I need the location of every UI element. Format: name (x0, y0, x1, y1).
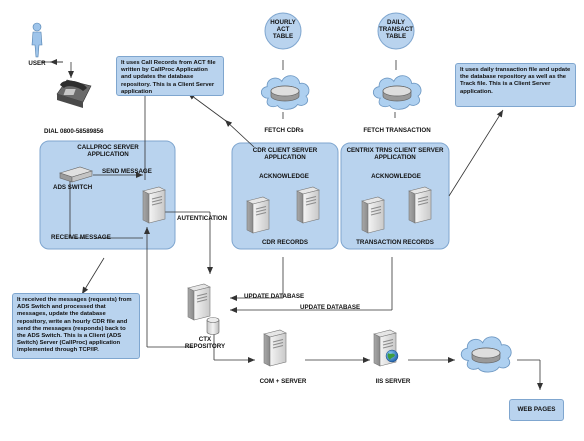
callproc-note-connector (81, 257, 105, 295)
cdr-note-connector (224, 119, 255, 148)
com-server-icon (263, 329, 287, 367)
network-switch-icon (59, 166, 93, 183)
authentication-label: AUTENTICATION (177, 215, 228, 222)
callproc-group (39, 140, 176, 250)
cdr-note: It uses Call Records from ACT file writt… (116, 56, 224, 96)
cdr-records-label: CDR RECORDS (261, 239, 309, 246)
transaction-records-label: TRANSACTION RECORDS (356, 239, 434, 246)
person-icon (31, 22, 43, 58)
callproc-server-icon (142, 186, 166, 224)
update-database-label-2: UPDATE DATABASE (300, 304, 361, 311)
telephone-icon (56, 79, 92, 108)
user-label: USER (28, 60, 46, 67)
ctx-server-icon (187, 283, 211, 321)
trns-server-icon-2 (408, 186, 432, 224)
callproc-note: It received the messages (requests) from… (12, 293, 140, 359)
hourly-table-circle (264, 12, 302, 50)
acknowledge-trns-label: ACKNOWLEDGE (371, 173, 421, 180)
cdr-server-icon-1 (246, 196, 270, 234)
update-database-label-1: UPDATE DATABASE (244, 293, 305, 300)
network-cloud-icon (372, 75, 422, 110)
send-message-label: SEND MESSAGE (102, 168, 152, 175)
com-server-label: COM + SERVER (259, 378, 307, 385)
cdr-note-arrow (187, 92, 227, 122)
acknowledge-cdr-label: ACKNOWLEDGE (259, 173, 309, 180)
fetch-transaction-label: FETCH TRANSACTION (363, 127, 431, 134)
fetch-cdrs-label: FETCH CDRs (264, 127, 304, 134)
receive-message-label: RECEIVE MESSAGE (51, 234, 111, 241)
trns-note: It uses daily transaction file and updat… (455, 63, 576, 107)
trns-note-connector (448, 109, 504, 197)
database-cylinder-icon (206, 317, 220, 335)
network-cloud-icon (260, 75, 310, 110)
network-cloud-icon (460, 336, 512, 373)
ads-switch-label: ADS SWITCH (53, 184, 93, 191)
iis-server-label: IIS SERVER (375, 378, 411, 385)
web-pages-box: WEB PAGES (509, 399, 564, 421)
globe-icon (385, 349, 399, 363)
trns-server-icon-1 (361, 196, 385, 234)
daily-table-circle (377, 12, 415, 50)
cdr-server-icon-2 (296, 186, 320, 224)
dial-label: DIAL 0800-58589856 (44, 128, 104, 135)
